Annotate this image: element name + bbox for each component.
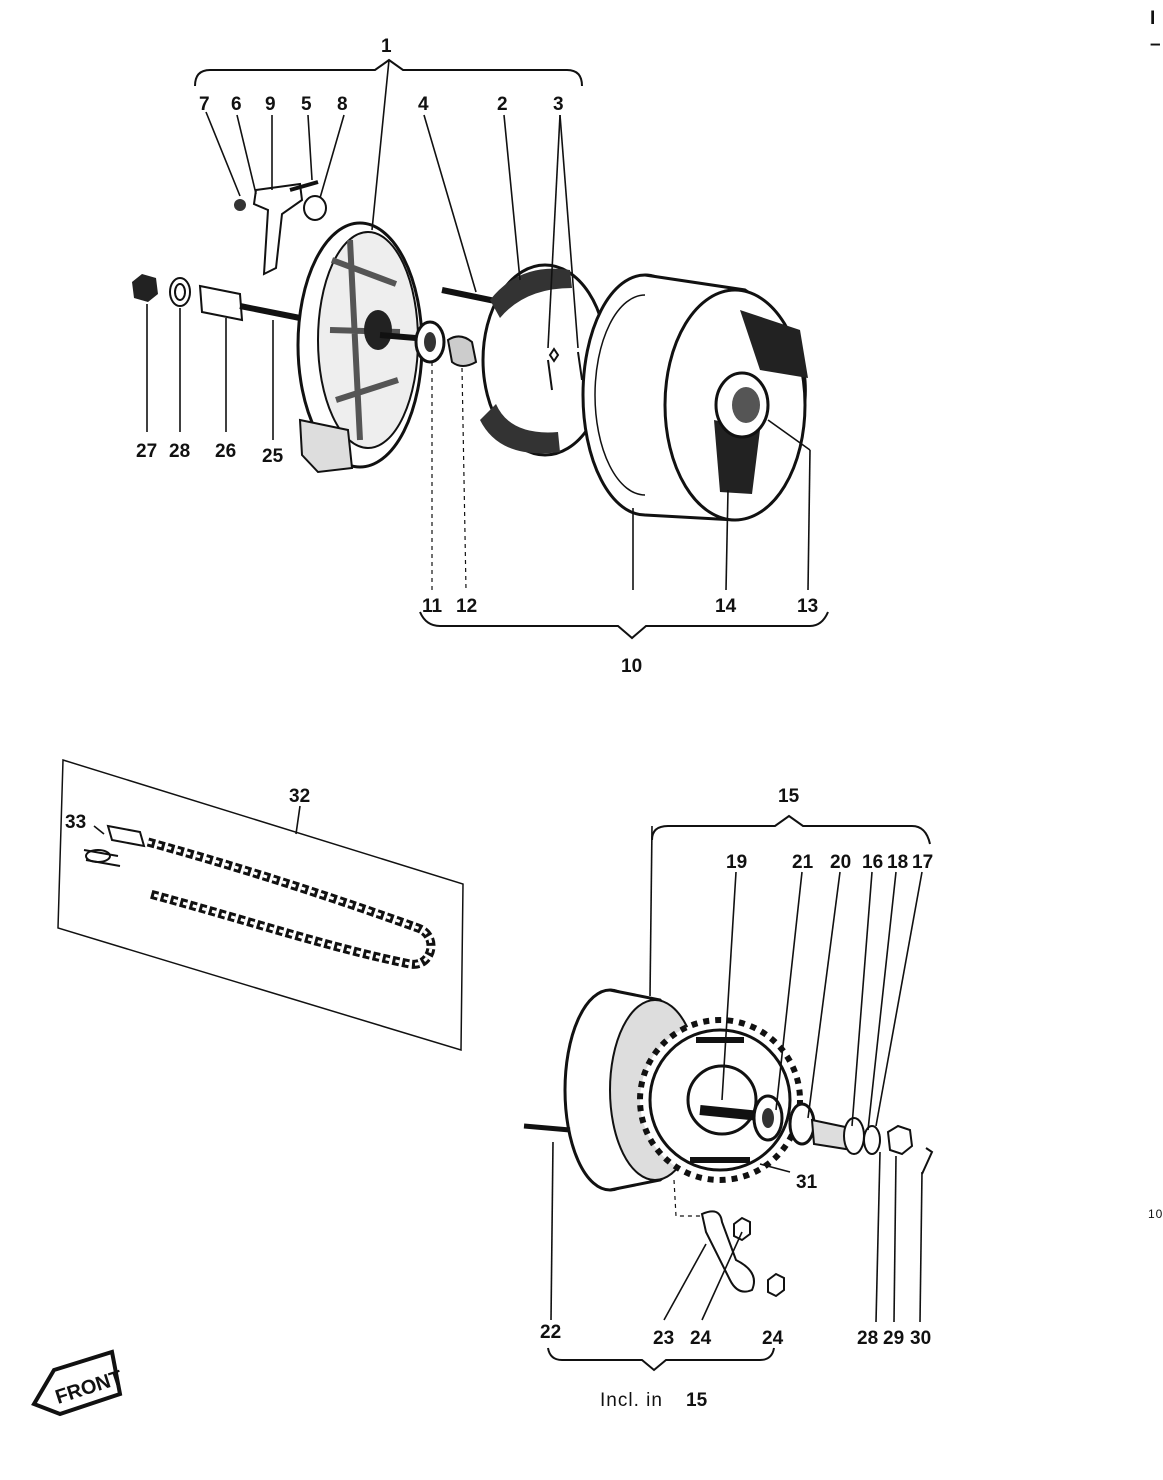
group-bracket-incl (547, 1347, 775, 1372)
callout-32: 32 (289, 786, 310, 807)
front-arrow-icon (31, 1349, 123, 1417)
cotter-pin-30 (921, 1147, 934, 1175)
callout-23: 23 (653, 1328, 674, 1349)
callout-29: 29 (883, 1328, 904, 1349)
nut-24-b (767, 1272, 785, 1298)
callout-25: 25 (262, 446, 284, 467)
callout-33: 33 (65, 812, 86, 833)
callout-24-a: 24 (690, 1328, 712, 1349)
stud-22 (523, 1123, 571, 1133)
callout-3: 3 (553, 94, 564, 115)
callout-17: 17 (912, 852, 933, 873)
axle-25 (239, 303, 301, 321)
leader-32 (295, 805, 301, 835)
leader-33 (93, 825, 105, 835)
callout-16: 16 (862, 852, 883, 873)
master-link-33 (83, 824, 146, 867)
callout-30: 30 (910, 1328, 931, 1349)
chain-panel-frame (57, 758, 464, 1052)
callout-19: 19 (726, 852, 747, 873)
group-bracket-15 (651, 814, 931, 845)
callout-13: 13 (797, 596, 818, 617)
bearing-spacer (379, 287, 501, 367)
callout-22: 22 (540, 1322, 561, 1343)
nut-29 (886, 1124, 914, 1156)
callout-12: 12 (456, 596, 477, 617)
callout-21: 21 (792, 852, 814, 873)
callout-31: 31 (796, 1172, 818, 1193)
leader-lines-bottom (550, 825, 923, 1323)
callout-15: 15 (778, 786, 800, 807)
callout-18: 18 (887, 852, 908, 873)
callout-24-b: 24 (762, 1328, 784, 1349)
callout-27: 27 (136, 441, 157, 462)
incl-note-number: 15 (686, 1390, 708, 1411)
washer-28 (169, 277, 191, 307)
callout-14: 14 (715, 596, 737, 617)
callout-8: 8 (337, 94, 348, 115)
page-corner-mark: I (1150, 8, 1155, 29)
page-side-number: 10 (1148, 1207, 1163, 1221)
leader-lines-top (146, 59, 811, 591)
seal-21 (788, 1102, 816, 1146)
wheel-hub-10 (581, 273, 808, 522)
callout-28-top: 28 (169, 441, 190, 462)
callout-1: 1 (381, 36, 392, 57)
callout-9: 9 (265, 94, 276, 115)
callout-10: 10 (621, 656, 642, 677)
spacer-16 (843, 1117, 865, 1155)
callout-7: 7 (199, 94, 210, 115)
callout-20: 20 (830, 852, 851, 873)
chain-adjuster-26 (198, 284, 244, 322)
callout-6: 6 (231, 94, 242, 115)
incl-note-prefix: Incl. in (600, 1390, 663, 1411)
front-direction-badge: FRONT (31, 1349, 125, 1417)
callout-11: 11 (422, 596, 443, 617)
torque-link-23 (673, 1179, 785, 1298)
axle-hardware (132, 274, 301, 322)
washer-18 (863, 1125, 881, 1155)
brake-panel-1 (296, 221, 424, 474)
drive-chain-32 (146, 837, 436, 969)
page-corner-dash: – (1150, 34, 1161, 55)
rear-axle-parts (699, 1094, 934, 1175)
callout-4: 4 (418, 94, 429, 115)
group-bracket-10 (419, 611, 829, 640)
callout-26: 26 (215, 441, 236, 462)
callout-28-bottom: 28 (857, 1328, 878, 1349)
nut-24-a (733, 1216, 751, 1242)
axle-nut-27 (132, 274, 158, 302)
callout-5: 5 (301, 94, 312, 115)
callout-2: 2 (497, 94, 508, 115)
torque-link-9 (234, 180, 327, 276)
